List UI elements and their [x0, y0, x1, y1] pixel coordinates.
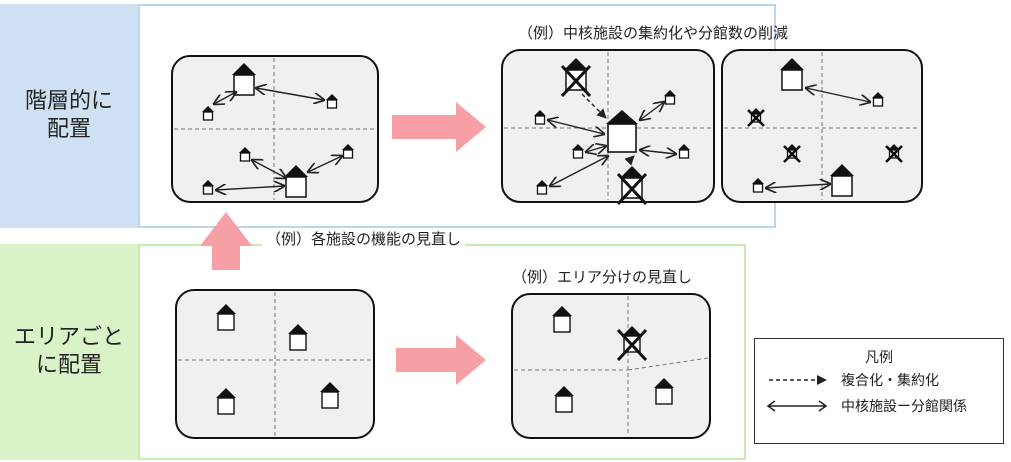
- caption-consolidation: （例）中核施設の集約化や分館数の削減: [518, 24, 789, 42]
- legend-double-label: 中核施設ー分館関係: [841, 399, 967, 415]
- legend-row-double: 中核施設ー分館関係: [755, 393, 1003, 419]
- legend-row-dashed: 複合化・集約化: [755, 367, 1003, 393]
- legend: 凡例 複合化・集約化 中核施設ー分館関係: [754, 338, 1004, 444]
- hierarchical-label: 階層的に 配置: [0, 4, 138, 228]
- transition-arrow-bottom: [396, 335, 486, 385]
- caption-area-review: （例）エリア分けの見直し: [512, 268, 693, 286]
- legend-dashed-label: 複合化・集約化: [841, 373, 939, 389]
- map-consolidation: [501, 49, 715, 206]
- caption-function-review: （例）各施設の機能の見直し: [262, 228, 466, 249]
- legend-title: 凡例: [865, 350, 893, 366]
- map-hierarchical-current: [171, 55, 379, 203]
- transition-arrow-top: [392, 102, 486, 152]
- map-area-current: [175, 289, 375, 439]
- map-branch-reduction: [721, 49, 923, 203]
- dashed-arrow-icon: [769, 375, 827, 385]
- transition-arrow-up: [200, 212, 252, 270]
- double-arrow-icon: [766, 400, 828, 412]
- area-label: エリアごと に配置: [0, 244, 138, 460]
- map-area-revised: [511, 293, 711, 439]
